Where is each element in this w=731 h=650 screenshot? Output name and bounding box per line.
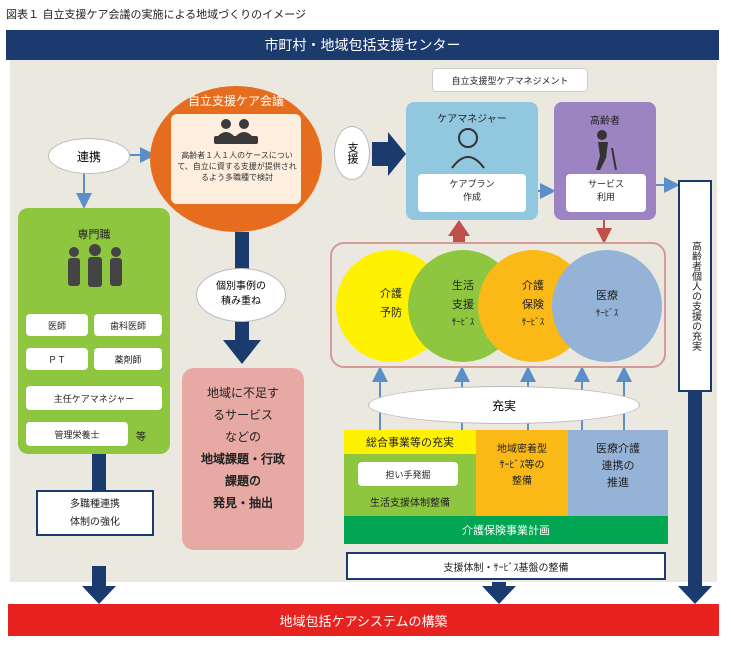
care-meeting-description: 高齢者１人１人のケースについて、自立に資する支援が提供されるよう多職種で検討 xyxy=(177,151,297,182)
shien-oval: 支援 xyxy=(334,126,370,180)
issues-line-6: 発見・抽出 xyxy=(212,496,273,510)
service-use-line-1: サービス xyxy=(587,180,624,190)
service-3-line-2: 保険 xyxy=(522,298,544,311)
chiiki-line-3: 整備 xyxy=(512,476,532,487)
care-meeting-panel xyxy=(171,114,301,204)
service-4-line-1: 医療 xyxy=(596,289,618,302)
prof-doctor: 医師 xyxy=(26,314,88,336)
service-2-line-2: 支援 xyxy=(452,298,474,311)
iryo-line-1: 医療介護 xyxy=(596,442,640,455)
service-2-line-1: 生活 xyxy=(452,279,474,292)
figure-title: 図表１ 自立支援ケア会議の実施による地域づくりのイメージ xyxy=(6,8,306,21)
accumulate-line-2: 積み重ね xyxy=(221,296,261,307)
prof-pharmacist: 薬剤師 xyxy=(94,348,162,370)
care-manager-icon xyxy=(451,128,485,169)
accumulate-oval: 個別事例の 積み重ね xyxy=(196,268,286,322)
service-use-box: サービス 利用 xyxy=(566,174,646,212)
multi-collab-line-1: 多職種連携 xyxy=(70,499,120,510)
service-1-line-1: 介護 xyxy=(380,287,402,300)
service-iryo: 医療 ｻｰﾋﾞｽ xyxy=(552,250,662,362)
shien-taisei-box: 支援体制・ｻｰﾋﾞｽ基盤の整備 xyxy=(346,552,666,580)
issues-line-1: 地域に不足す xyxy=(206,386,279,400)
prof-care-manager: 主任ケアマネジャー xyxy=(26,386,162,410)
issues-box: 地域に不足す るサービス などの 地域課題・行政 課題の 発見・抽出 xyxy=(182,368,304,550)
care-manager-title: ケアマネジャー xyxy=(437,114,507,125)
seikatsu-label: 生活支援体制整備 xyxy=(370,498,450,509)
arrow-shien-head xyxy=(388,132,406,176)
arrow-down-left xyxy=(82,586,116,604)
arrow-services-up-shaft xyxy=(453,236,465,246)
care-plan-line-2: 作成 xyxy=(462,193,481,203)
care-plan-box: ケアプラン 作成 xyxy=(418,174,526,212)
chiiki-line-2: ｻｰﾋﾞｽ等の xyxy=(499,460,545,471)
kaigo-plan-bar: 介護保険事業計画 xyxy=(344,516,668,544)
iryo-line-2: 連携の xyxy=(601,459,635,472)
bottom-banner: 地域包括ケアシステムの構築 xyxy=(8,604,719,636)
iryo-block: 医療介護 連携の 推進 xyxy=(568,430,668,516)
service-use-line-2: 利用 xyxy=(596,193,615,203)
elderly-title: 高齢者 xyxy=(590,116,620,127)
prof-dietitian: 管理栄養士 xyxy=(26,422,128,446)
service-1-line-2: 予防 xyxy=(380,306,402,319)
arrow-down-mid xyxy=(482,586,516,604)
elderly-support-vertical: 高齢者個人の支援の充実 xyxy=(678,180,712,392)
care-mgmt-label: 自立支援型ケアマネジメント xyxy=(432,68,588,92)
multi-collab-box: 多職種連携 体制の強化 xyxy=(36,490,154,536)
care-plan-line-1: ケアプラン xyxy=(449,180,495,190)
service-2-line-3: ｻｰﾋﾞｽ xyxy=(451,318,475,328)
ninaite-box: 担い手発掘 xyxy=(358,462,458,486)
issues-line-3: などの xyxy=(224,430,261,444)
chiiki-block: 地域密着型 ｻｰﾋﾞｽ等の 整備 xyxy=(476,430,568,516)
prof-pt: ＰＴ xyxy=(26,348,88,370)
service-3-line-1: 介護 xyxy=(522,279,544,292)
meeting-icon xyxy=(214,119,258,144)
arrow-services-up-head xyxy=(448,220,470,236)
service-4-line-2: ｻｰﾋﾞｽ xyxy=(595,309,619,319)
issues-line-5: 課題の xyxy=(224,474,261,488)
service-3-line-3: ｻｰﾋﾞｽ xyxy=(521,318,545,328)
professionals-title: 専門職 xyxy=(77,228,111,241)
arrow-meeting-head xyxy=(223,340,261,364)
issues-line-4: 地域課題・行政 xyxy=(200,452,285,466)
sogo-jigyo-block: 総合事業等の充実 xyxy=(344,430,476,454)
chiiki-line-1: 地域密着型 xyxy=(497,444,547,455)
top-banner: 市町村・地域包括支援センター xyxy=(6,30,719,60)
care-meeting-title: 自立支援ケア会議 xyxy=(187,94,284,108)
renkei-oval: 連携 xyxy=(48,138,130,174)
arrow-down-right xyxy=(678,586,712,604)
iryo-line-3: 推進 xyxy=(607,476,629,489)
issues-line-2: るサービス xyxy=(212,408,273,422)
prof-etc: 等 xyxy=(136,432,146,443)
people-icon xyxy=(68,244,122,287)
multi-collab-line-2: 体制の強化 xyxy=(70,517,120,528)
enhance-oval: 充実 xyxy=(368,386,640,424)
elderly-icon xyxy=(596,130,617,170)
prof-dentist: 歯科医師 xyxy=(94,314,162,336)
accumulate-line-1: 個別事例の xyxy=(216,281,266,292)
